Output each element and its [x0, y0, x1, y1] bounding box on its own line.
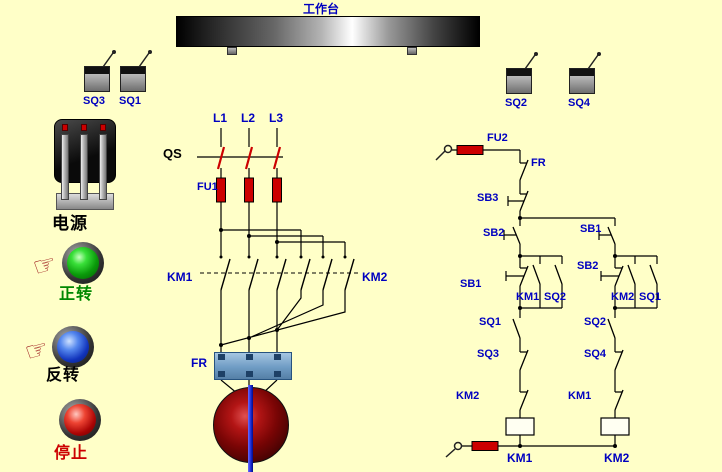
label-sq2-contact: SQ2 [584, 316, 607, 328]
label-km2-aux: KM2 [611, 291, 635, 303]
limit-switch-cap [85, 67, 109, 74]
knife-switch-blade [61, 134, 69, 200]
power-label: 电源 [52, 214, 88, 233]
label-sq4-device: SQ4 [568, 97, 591, 109]
label-sb1-right: SB1 [580, 223, 602, 235]
motor-shaft [248, 385, 253, 472]
fr-terminal [274, 371, 281, 377]
limit-switch-cap [570, 69, 594, 76]
main-circuit-wires [197, 128, 346, 395]
fr-terminal [218, 354, 225, 360]
forward-label: 正转 [59, 286, 94, 303]
km1-coil-symbol [505, 417, 535, 436]
label-km2-coil: KM2 [604, 451, 630, 465]
label-km1-interlock: KM1 [568, 390, 592, 402]
knife-switch-blade [80, 134, 88, 200]
knife-switch-terminal [81, 124, 87, 131]
fr-terminal [246, 354, 253, 360]
reverse-label: 反转 [46, 367, 81, 384]
forward-button[interactable] [62, 242, 104, 284]
limit-switch-antenna-icons [102, 50, 601, 70]
label-sq3-contact: SQ3 [477, 348, 500, 360]
bottom-fuse-icon [471, 441, 499, 451]
label-sq2-aux: SQ2 [544, 291, 567, 303]
workbench-bar [176, 16, 480, 47]
km-contact-blades [220, 258, 355, 291]
workbench-label: 工作台 [303, 2, 340, 16]
label-l1: L1 [213, 111, 228, 125]
top-probe-icon[interactable] [435, 144, 453, 161]
label-km1-main: KM1 [167, 270, 193, 284]
forward-button-cap [67, 247, 99, 279]
label-sq3-device: SQ3 [83, 95, 106, 107]
wire-junction-dots [219, 216, 617, 448]
contact-terminal-dots [219, 255, 347, 259]
km2-coil-symbol [600, 417, 630, 436]
control-contact-blades [512, 159, 658, 411]
label-sb2-left: SB2 [483, 227, 505, 239]
fr-terminal [246, 371, 253, 377]
label-sq1-device: SQ1 [119, 95, 142, 107]
limit-switch-sq1-device[interactable] [120, 66, 146, 92]
stop-label: 停止 [54, 445, 89, 462]
label-km2-interlock: KM2 [456, 390, 480, 402]
limit-switch-sq4-device[interactable] [569, 68, 595, 94]
limit-switch-cap [507, 69, 531, 76]
label-qs: QS [163, 146, 182, 161]
label-l2: L2 [241, 111, 256, 125]
knife-switch-terminal [100, 124, 106, 131]
label-fr-control: FR [531, 157, 546, 169]
limit-switch-sq3-device[interactable] [84, 66, 110, 92]
fu1-fuse-icons [216, 177, 282, 203]
fr-terminal [218, 371, 225, 377]
reverse-button[interactable] [52, 326, 94, 368]
stop-button-cap [64, 404, 96, 436]
limit-switch-cap [121, 67, 145, 74]
limit-switch-sq2-device[interactable] [506, 68, 532, 94]
knife-switch-terminal [62, 124, 68, 131]
label-sq1-aux: SQ1 [639, 291, 662, 303]
workbench-foot-right [407, 47, 417, 55]
label-km2-main: KM2 [362, 270, 388, 284]
label-fu2: FU2 [487, 132, 508, 144]
label-sq4-contact: SQ4 [584, 348, 607, 360]
label-fu1: FU1 [197, 181, 218, 193]
label-sb2-right: SB2 [577, 260, 599, 272]
bottom-probe-icon[interactable] [445, 441, 463, 458]
label-sq2-device: SQ2 [505, 97, 528, 109]
label-km1-coil: KM1 [507, 451, 533, 465]
label-fr-main: FR [191, 356, 207, 370]
fr-terminal [274, 354, 281, 360]
workbench-foot-left [227, 47, 237, 55]
qs-switch-blades[interactable] [216, 146, 282, 170]
label-sq1-contact: SQ1 [479, 316, 502, 328]
fu2-fuse-icon [456, 145, 484, 155]
stop-button[interactable] [59, 399, 101, 441]
reverse-button-cap [57, 331, 89, 363]
label-km1-aux: KM1 [516, 291, 540, 303]
label-sb1-left: SB1 [460, 278, 482, 290]
label-l3: L3 [269, 111, 284, 125]
label-sb3: SB3 [477, 192, 499, 204]
knife-switch-blade [99, 134, 107, 200]
